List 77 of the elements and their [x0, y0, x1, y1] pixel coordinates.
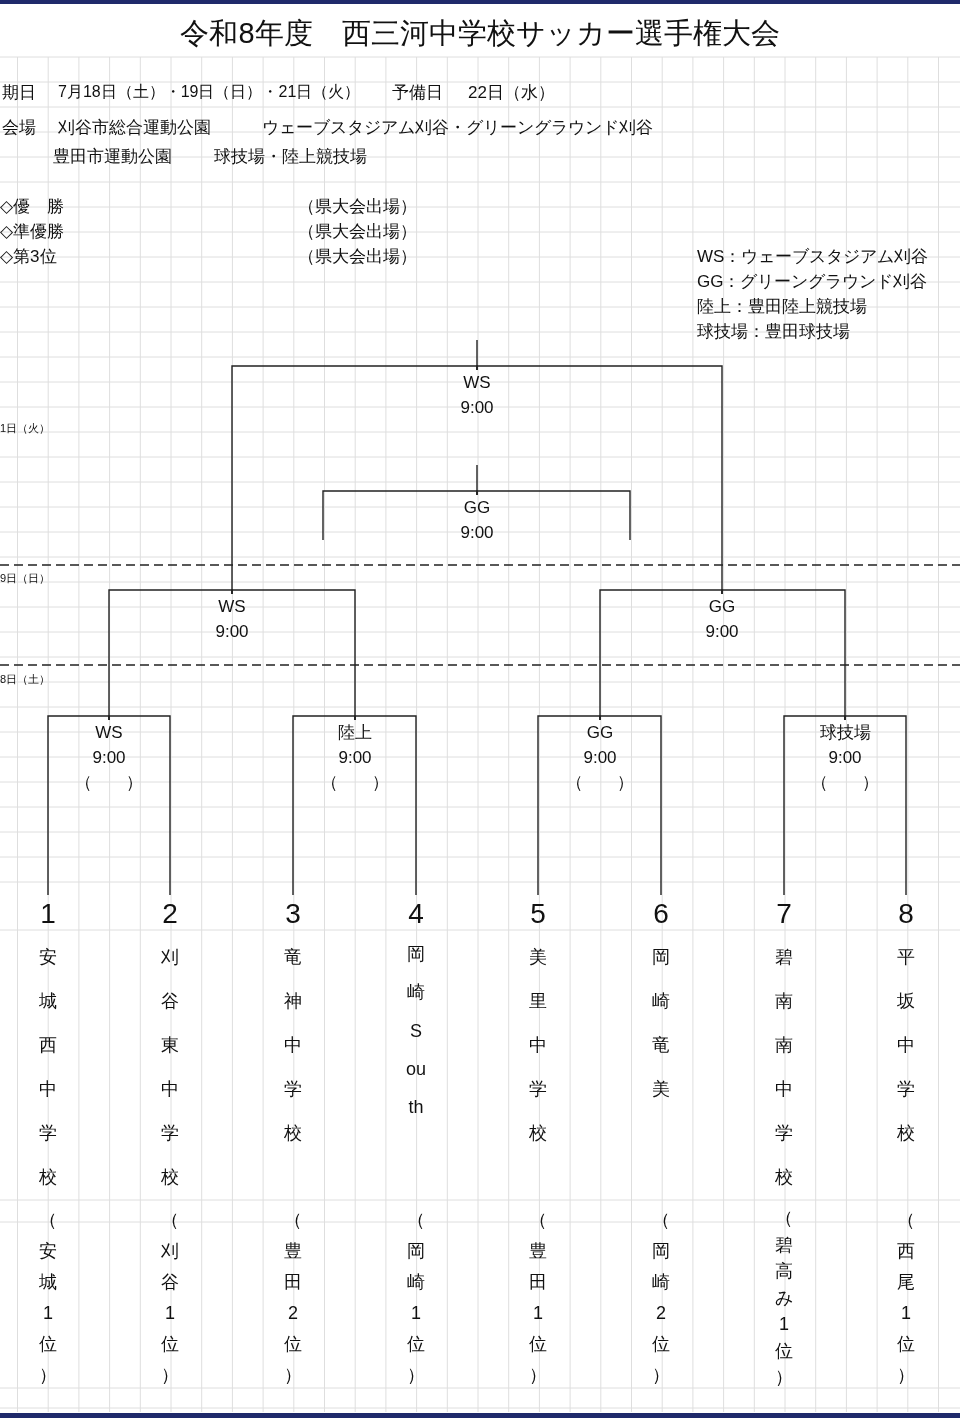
qualifier-label: （刈谷1位） [160, 1209, 180, 1387]
info-text: 豊田市運動公園 [53, 146, 172, 168]
school-name: 岡崎South [405, 943, 427, 1120]
bracket-line [354, 715, 417, 896]
time-label: 9:00 [705, 621, 739, 643]
qualifier-label: （豊田1位） [528, 1209, 548, 1387]
qualifier-label: （豊田2位） [283, 1209, 303, 1387]
bracket-line [476, 490, 631, 541]
venue-label: WS [95, 722, 123, 744]
qualifier-label: （安城1位） [38, 1209, 58, 1387]
bracket-line [599, 715, 662, 896]
venue-label: 陸上 [338, 722, 372, 744]
time-label: 9:00 [460, 522, 494, 544]
score-blank: （ ） [75, 772, 143, 794]
school-name: 美里中学校 [528, 946, 548, 1145]
venue-label: WS [463, 372, 491, 394]
date-label: 1日（火） [0, 421, 51, 436]
time-label: 9:00 [583, 747, 617, 769]
score-blank: （ ） [321, 772, 389, 794]
time-label: 9:00 [338, 747, 372, 769]
info-text: 会場 [2, 117, 36, 139]
qualifier-label: （西尾1位） [896, 1209, 916, 1387]
info-text: ウェーブスタジアム刈谷・グリーングラウンド刈谷 [262, 117, 653, 139]
venue-label: GG [708, 596, 736, 618]
time-label: 9:00 [828, 747, 862, 769]
seed-number: 1 [39, 897, 57, 931]
seed-number: 6 [652, 897, 670, 931]
result-label: ◇準優勝 [0, 221, 65, 243]
seed-number: 8 [897, 897, 915, 931]
info-text: 期日 [2, 82, 36, 104]
seed-number: 5 [529, 897, 547, 931]
time-label: 9:00 [92, 747, 126, 769]
info-text: 22日（水） [468, 82, 555, 104]
seed-number: 4 [407, 897, 425, 931]
venue-key: 陸上：豊田陸上競技場 [697, 295, 867, 318]
info-text: 予備日 [392, 82, 443, 104]
venue-label: 球技場 [819, 722, 871, 744]
bracket-line [108, 715, 171, 896]
venue-key: GG：グリーングラウンド刈谷 [697, 270, 928, 293]
time-label: 9:00 [460, 397, 494, 419]
bracket-line [292, 715, 356, 896]
score-blank: （ ） [811, 772, 879, 794]
qualifier-label: （岡崎1位） [406, 1209, 426, 1387]
result-note: （県大会出場） [298, 221, 417, 243]
bracket-line [783, 715, 846, 896]
venue-key: 球技場：豊田球技場 [697, 320, 850, 343]
bracket-line [844, 715, 907, 896]
seed-number: 7 [775, 897, 793, 931]
date-label: 8日（土） [0, 672, 51, 687]
venue-key: WS：ウェーブスタジアム刈谷 [697, 245, 929, 268]
info-text: 球技場・陸上競技場 [214, 146, 367, 168]
bracket-line [322, 490, 478, 541]
seed-number: 3 [284, 897, 302, 931]
info-text: 7月18日（土）・19日（日）・21日（火） [58, 82, 361, 102]
info-text: 刈谷市総合運動公園 [58, 117, 211, 139]
qualifier-label: （岡崎2位） [651, 1209, 671, 1387]
venue-label: GG [586, 722, 614, 744]
bracket-line [47, 715, 110, 896]
school-name: 刈谷東中学校 [160, 946, 180, 1189]
school-name: 碧南南中学校 [774, 946, 794, 1189]
result-note: （県大会出場） [298, 246, 417, 268]
school-name: 安城西中学校 [38, 946, 58, 1189]
school-name: 平坂中学校 [896, 946, 916, 1145]
seed-number: 2 [161, 897, 179, 931]
time-label: 9:00 [215, 621, 249, 643]
venue-label: WS [218, 596, 246, 618]
bracket-line [537, 715, 601, 896]
result-label: ◇優 勝 [0, 196, 65, 218]
result-note: （県大会出場） [298, 196, 417, 218]
qualifier-label: （碧高み1位） [774, 1207, 794, 1390]
school-name: 岡崎竜美 [651, 946, 671, 1101]
title: 令和8年度 西三河中学校サッカー選手権大会 [179, 16, 781, 51]
result-label: ◇第3位 [0, 246, 57, 268]
school-name: 竜神中学校 [283, 946, 303, 1145]
score-blank: （ ） [566, 772, 634, 794]
venue-label: GG [463, 497, 491, 519]
date-label: 9日（日） [0, 571, 51, 586]
